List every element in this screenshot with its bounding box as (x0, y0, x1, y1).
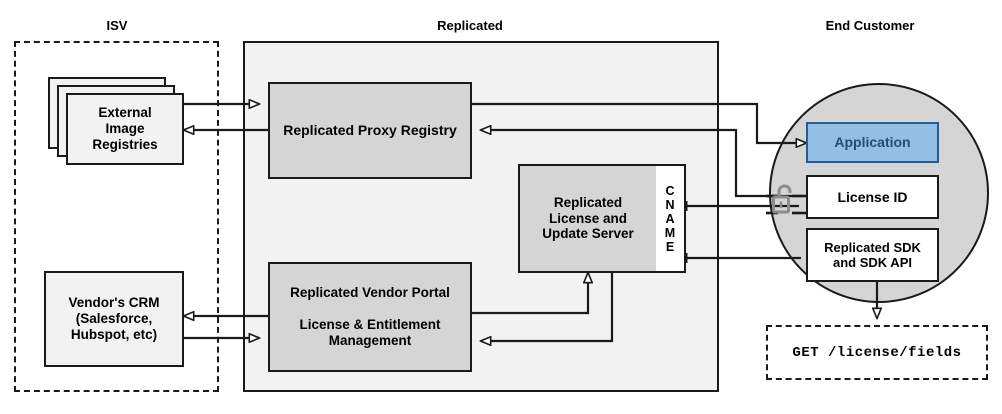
license-id-label: License ID (837, 188, 908, 205)
external-image-registries-label: External Image Registries (92, 105, 158, 152)
replicated-vendor-portal-label: Replicated Vendor Portal License & Entit… (290, 285, 450, 348)
cname-letter-a: A (665, 211, 675, 226)
zone-isv-boundary (14, 41, 219, 392)
node-cname[interactable]: C N A M E (656, 164, 686, 273)
replicated-sdk-label: Replicated SDK and SDK API (824, 239, 921, 270)
vendors-crm-label: Vendor's CRM (Salesforce, Hubspot, etc) (68, 295, 160, 342)
unlock-icon (770, 183, 796, 217)
cname-letter-e: E (665, 239, 675, 254)
node-replicated-sdk[interactable]: Replicated SDK and SDK API (806, 228, 939, 282)
node-api-request[interactable]: GET /license/fields (766, 325, 988, 380)
cname-letter-c: C (665, 183, 675, 198)
node-replicated-proxy-registry[interactable]: Replicated Proxy Registry (268, 82, 472, 179)
zone-label-isv: ISV (106, 18, 128, 33)
cname-letter-m: M (664, 225, 676, 240)
node-application[interactable]: Application (806, 122, 939, 163)
node-vendors-crm[interactable]: Vendor's CRM (Salesforce, Hubspot, etc) (44, 271, 184, 367)
node-external-image-registries[interactable]: External Image Registries (66, 93, 184, 165)
zone-label-replicated: Replicated (437, 18, 503, 33)
zone-label-end-customer: End Customer (825, 18, 915, 33)
cname-letter-n: N (665, 197, 675, 212)
application-label: Application (834, 134, 911, 151)
api-request-label: GET /license/fields (792, 344, 962, 361)
node-replicated-vendor-portal[interactable]: Replicated Vendor Portal License & Entit… (268, 262, 472, 372)
node-license-id[interactable]: License ID (806, 175, 939, 219)
replicated-proxy-registry-label: Replicated Proxy Registry (283, 122, 457, 139)
license-update-server-label: Replicated License and Update Server (542, 194, 634, 242)
node-replicated-license-update-server[interactable]: Replicated License and Update Server (518, 164, 658, 273)
